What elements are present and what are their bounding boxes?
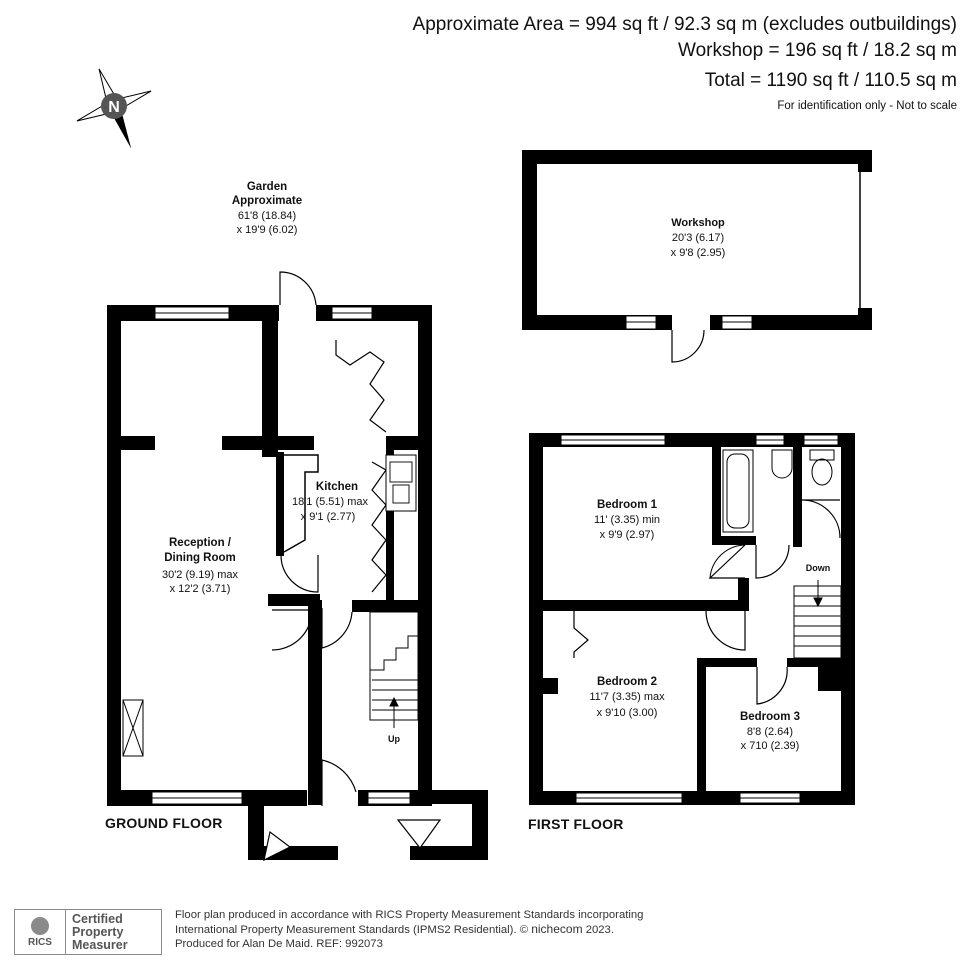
reception-name-1: Reception / (169, 537, 232, 549)
stairs-down (793, 580, 842, 659)
kitchen-bifold-doors (335, 340, 387, 593)
logo-line-1: Certified (72, 911, 123, 926)
workshop-door (671, 329, 705, 363)
scale-note: For identification only - Not to scale (777, 100, 957, 112)
ground-floor-walls (107, 305, 488, 860)
basin-icon (771, 449, 793, 479)
stairs-up-label: Up (388, 734, 400, 744)
logo-line-2: Property (72, 924, 124, 939)
garden-dim-2: x 19'9 (6.02) (237, 224, 298, 236)
kitchen-sink-unit (385, 454, 417, 512)
bedroom2-name: Bedroom 2 (597, 676, 657, 688)
reception-name-2: Dining Room (164, 552, 236, 564)
rics-mark: RICS (15, 910, 66, 954)
footer-line-1: Floor plan produced in accordance with R… (175, 909, 644, 921)
bedroom1-name: Bedroom 1 (597, 499, 658, 511)
compass-icon: N (76, 68, 152, 149)
footer-line-2: International Property Measurement Stand… (175, 922, 643, 937)
rics-mark-text: RICS (28, 936, 52, 948)
workshop-dim-2: x 9'8 (2.95) (671, 247, 726, 259)
first-floor-windows (560, 434, 839, 804)
kitchen-dim-1: 18'1 (5.51) max (292, 496, 369, 508)
bedroom2-dim-2: x 9'10 (3.00) (597, 707, 658, 719)
garden-name-1: Garden (247, 181, 287, 193)
kitchen-name: Kitchen (316, 481, 358, 493)
footer-line-2a: International Property Measurement Stand… (175, 924, 517, 936)
first-floor-walls (529, 433, 855, 805)
footer-line-3: Produced for Alan De Maid. REF: 992073 (175, 938, 383, 950)
toilet-icon (809, 449, 835, 486)
garden-dim-1: 61'8 (18.84) (238, 210, 296, 222)
workshop-name: Workshop (671, 217, 725, 229)
footer-year: 2023. (585, 924, 614, 936)
garden-name-2: Approximate (232, 195, 302, 207)
workshop-door-gap (672, 315, 710, 330)
stairs-up (369, 611, 419, 728)
footer-text: Floor plan produced in accordance with R… (175, 908, 643, 951)
rics-logo-text: Certified Property Measurer (66, 911, 128, 952)
bedroom3-dim-1: 8'8 (2.64) (747, 726, 793, 738)
bath-icon (722, 449, 754, 533)
workshop-walls (522, 150, 872, 330)
workshop-dim-1: 20'3 (6.17) (672, 232, 724, 244)
reception-dim-2: x 12'2 (3.71) (170, 583, 231, 595)
rics-logo: RICS Certified Property Measurer (14, 909, 162, 955)
copyright-symbol: © (519, 924, 529, 936)
bedroom3-name: Bedroom 3 (740, 711, 800, 723)
area-workshop: Workshop = 196 sq ft / 18.2 sq m (678, 40, 957, 61)
first-floor-label: FIRST FLOOR (528, 816, 624, 832)
reception-dim-1: 30'2 (9.19) max (162, 569, 239, 581)
area-total: Total = 1190 sq ft / 110.5 sq m (704, 70, 957, 91)
sink-icon (389, 461, 413, 504)
compass-letter: N (108, 99, 120, 116)
kitchen-counter (283, 454, 319, 553)
first-floor-doors (573, 499, 841, 705)
nichecom-brand: nichecom (531, 922, 583, 936)
ground-floor-windows (151, 306, 411, 805)
skylight-icon (122, 699, 144, 757)
rics-emblem-icon (31, 916, 49, 935)
ground-floor-doors (263, 271, 442, 862)
logo-line-3: Measurer (72, 937, 128, 952)
workshop-windows (625, 315, 753, 330)
kitchen-dim-2: x 9'1 (2.77) (301, 511, 356, 523)
area-approximate: Approximate Area = 994 sq ft / 92.3 sq m… (412, 14, 957, 35)
stairs-down-label: Down (806, 563, 831, 573)
bedroom3-dim-2: x 710 (2.39) (741, 740, 800, 752)
bedroom1-dim-1: 11' (3.35) min (594, 514, 660, 526)
bedroom2-dim-1: 11'7 (3.35) max (589, 691, 665, 703)
bedroom1-dim-2: x 9'9 (2.97) (600, 529, 655, 541)
ground-floor-label: GROUND FLOOR (105, 815, 223, 831)
